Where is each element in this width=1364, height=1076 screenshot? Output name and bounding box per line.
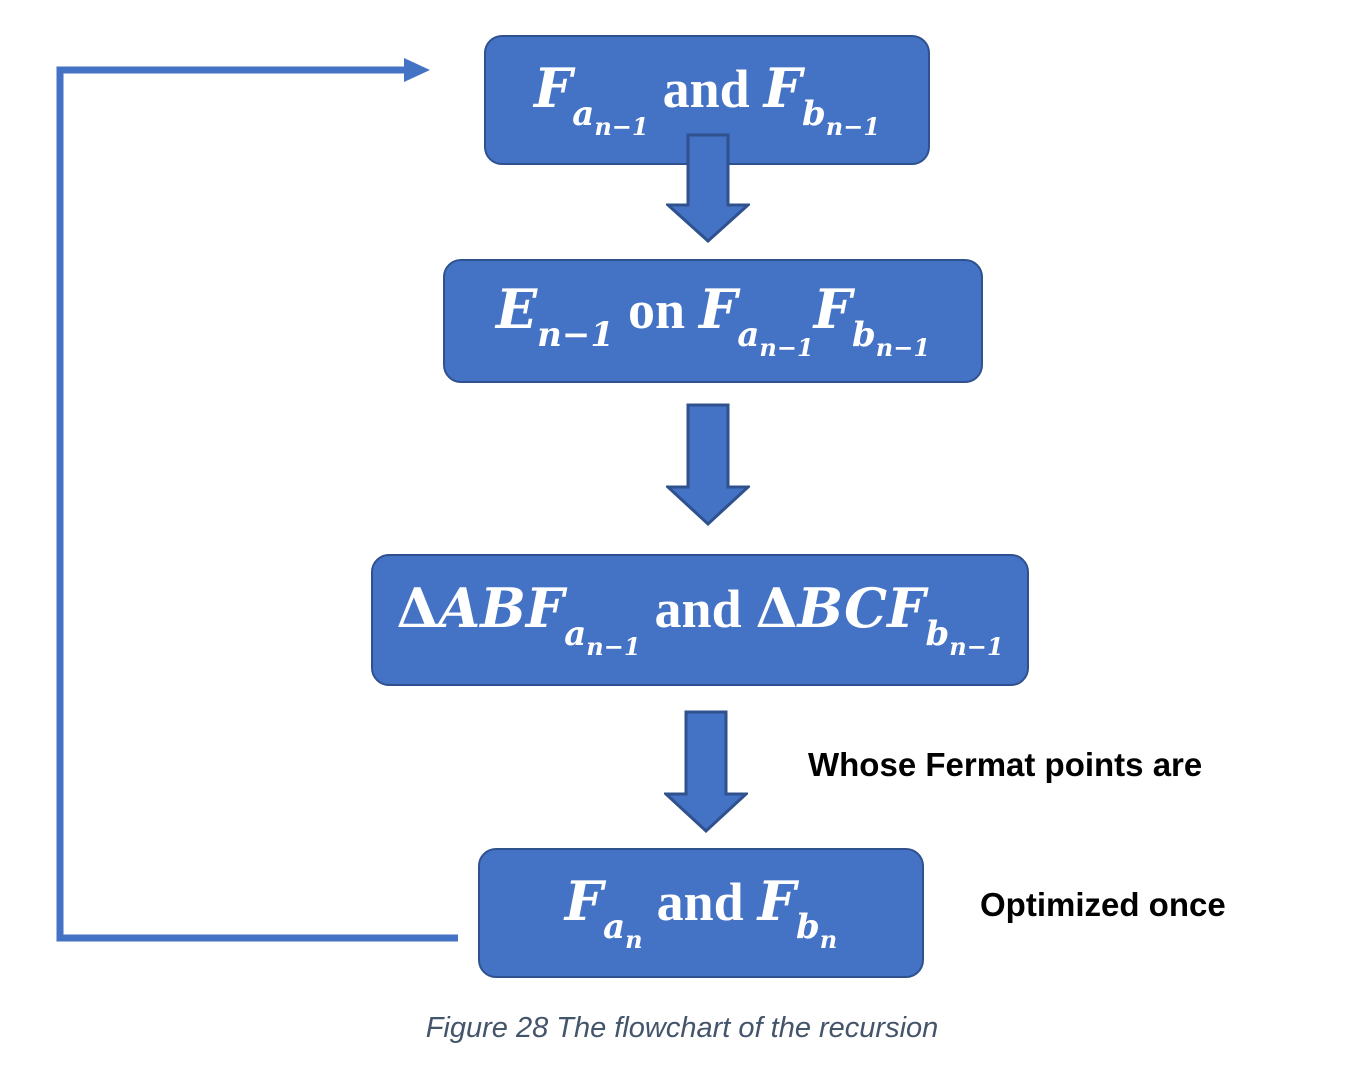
n-minus-1-subscript: n−1	[594, 112, 649, 141]
and-word: and	[662, 59, 750, 119]
f-symbol: F	[699, 277, 738, 341]
a-subscript: a	[737, 315, 760, 355]
e-symbol: E	[495, 277, 538, 341]
delta-symbol: Δ	[396, 576, 439, 640]
down-arrow-icon	[664, 710, 748, 834]
and-word: and	[656, 872, 744, 932]
n-minus-1-subscript: n−1	[759, 333, 814, 362]
on-word: on	[627, 280, 686, 340]
n-minus-1-subscript: n−1	[825, 112, 881, 141]
a-subscript: a	[603, 907, 626, 947]
n-subscript: n	[819, 925, 838, 954]
down-arrow-icon	[666, 133, 750, 243]
f-symbol: F	[763, 56, 802, 120]
note-optimized-once: Optimized once	[980, 886, 1226, 923]
abf-symbol: ABF	[438, 576, 565, 640]
b-subscript: b	[802, 94, 826, 134]
b-subscript: b	[796, 907, 820, 947]
note-whose-fermat: Whose Fermat points are	[808, 746, 1203, 783]
delta-symbol: Δ	[755, 576, 798, 640]
down-arrow-icon	[666, 403, 750, 527]
b-subscript: b	[925, 614, 950, 654]
f-symbol: F	[533, 56, 573, 120]
and-word: and	[654, 579, 742, 639]
figure-caption: Figure 28 The flowchart of the recursion	[425, 1012, 939, 1044]
f-symbol: F	[813, 277, 853, 341]
b-subscript: b	[852, 315, 876, 355]
f-symbol: F	[564, 869, 604, 933]
a-subscript: a	[564, 614, 587, 654]
bcf-symbol: BCF	[797, 576, 926, 640]
n-minus-1-subscript: n−1	[586, 632, 641, 661]
n-subscript: n	[625, 925, 643, 954]
n-minus-1-subscript: n−1	[949, 632, 1004, 661]
n-minus-1-subscript: n−1	[537, 315, 614, 355]
f-symbol: F	[757, 869, 796, 933]
n-minus-1-subscript: n−1	[875, 333, 931, 362]
a-subscript: a	[572, 94, 595, 134]
